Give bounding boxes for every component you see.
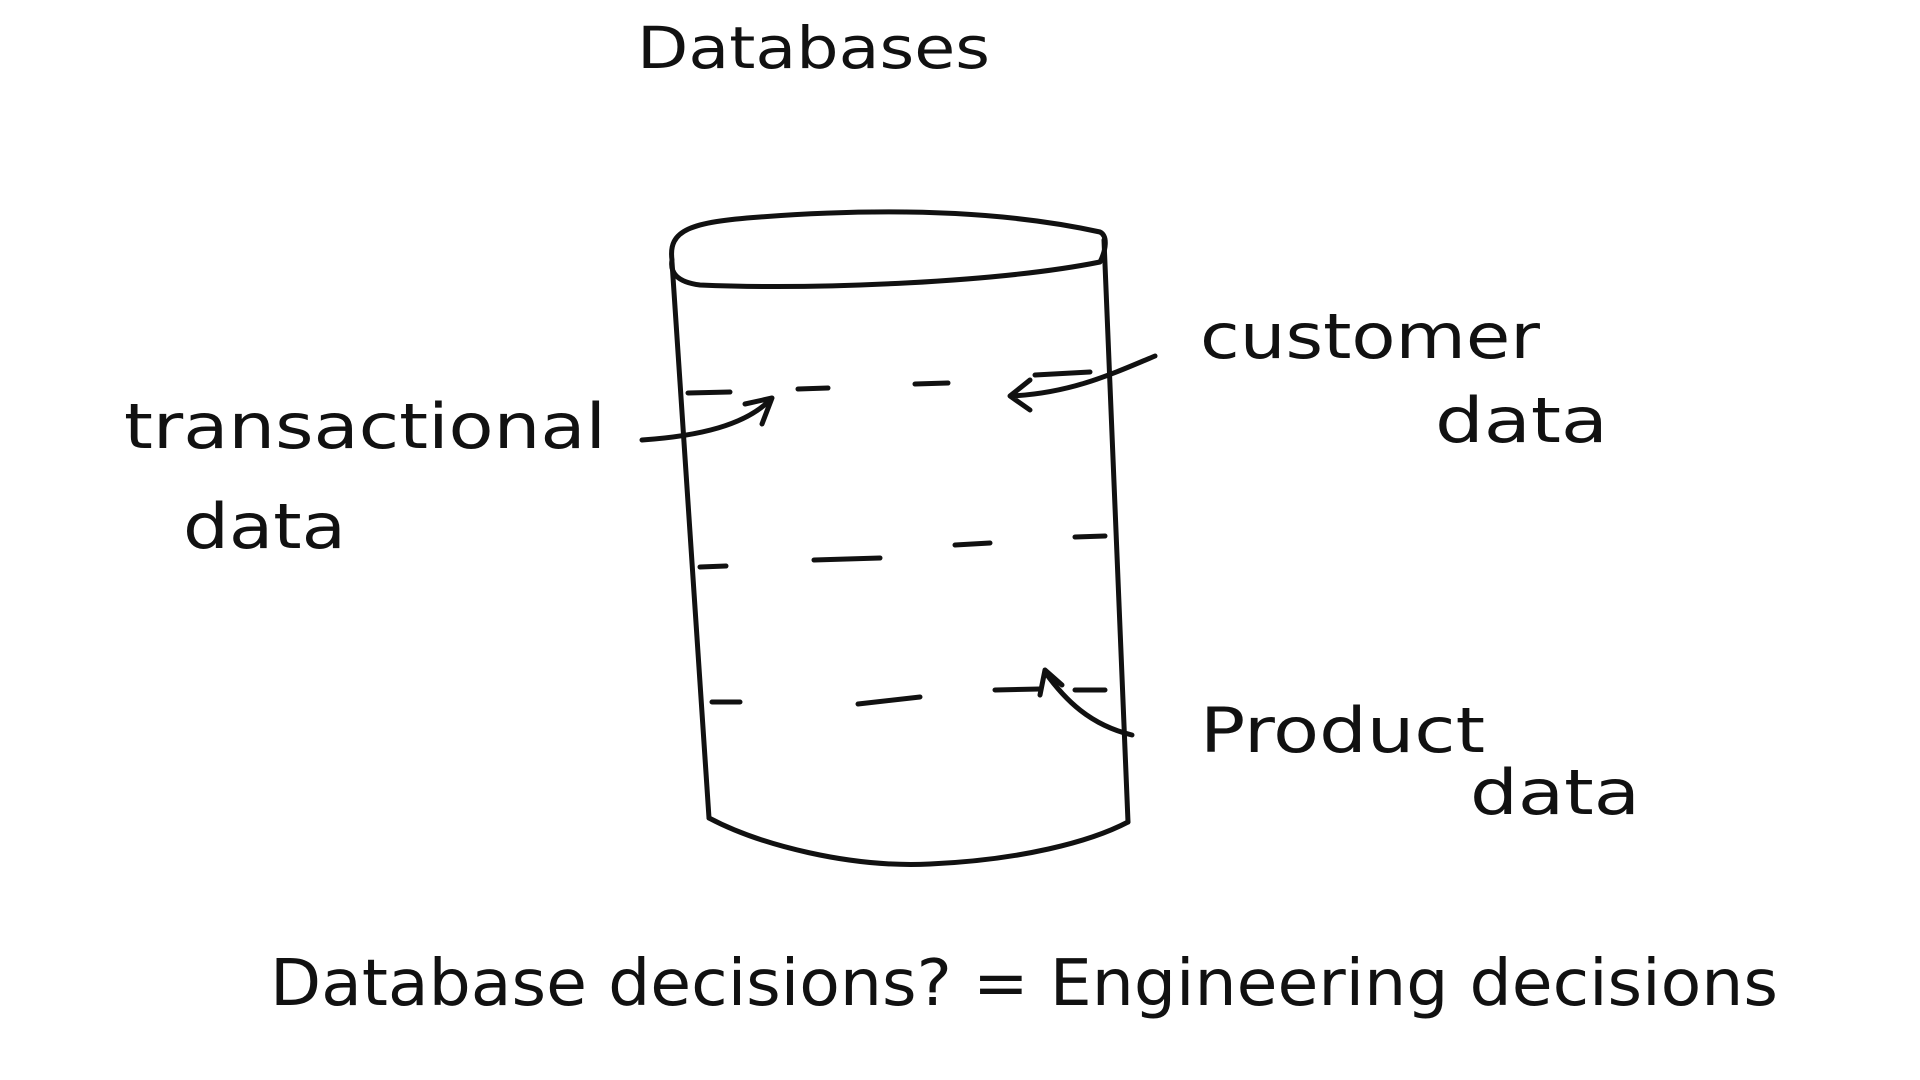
dashed-divider <box>685 369 1108 707</box>
arrow-transactional-icon <box>639 395 775 443</box>
caption: Database decisions? = Engineering decisi… <box>270 947 1778 1021</box>
transactional-data-label: data <box>183 490 346 563</box>
database-cylinder-icon <box>669 209 1131 867</box>
transactional-label: transactional <box>124 390 606 463</box>
product-data-label: data <box>1470 756 1640 829</box>
product-label: Product <box>1200 694 1485 767</box>
arrow-product-icon <box>1037 667 1135 738</box>
customer-label: customer <box>1200 300 1541 373</box>
customer-data-label: data <box>1435 384 1608 457</box>
title: Databases <box>637 14 990 82</box>
arrow-customer-icon <box>1007 353 1158 413</box>
